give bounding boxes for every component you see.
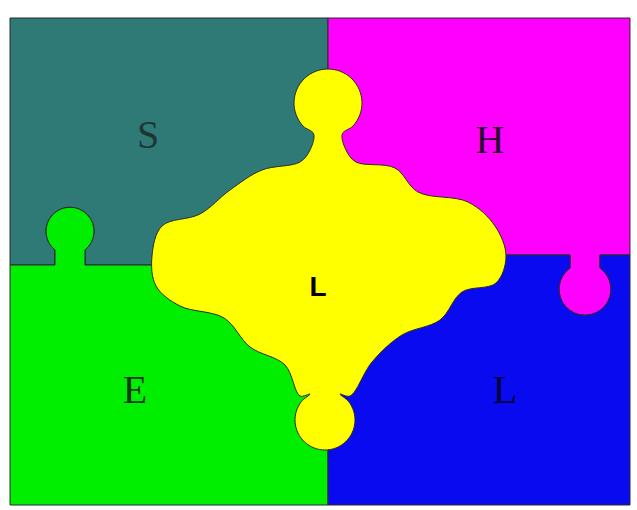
piece-letter: S [137,115,159,155]
piece-shape [150,68,510,453]
piece-outline [328,255,630,505]
piece-letter: H [476,120,505,160]
piece-letter: L [309,273,326,301]
piece-letter: E [123,370,147,410]
piece-outline [10,207,328,505]
puzzle-piece: L [150,68,510,453]
piece-letter: L [493,370,517,410]
